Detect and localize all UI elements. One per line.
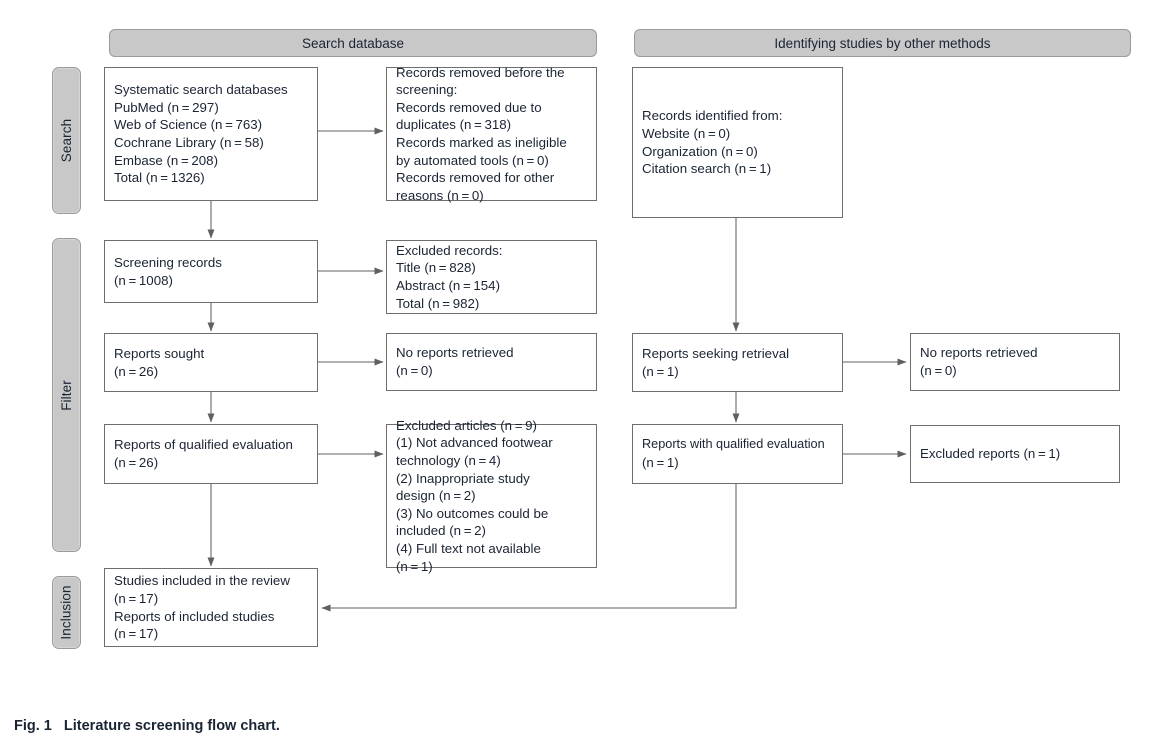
box-text-line: Records identified from: — [642, 108, 783, 124]
box-records-removed: Records removed before the screening: Re… — [386, 64, 597, 203]
box-text-line: Citation search (n = 1) — [642, 161, 772, 177]
box-text-line: Excluded reports (n = 1) — [920, 446, 1061, 462]
box-text-line: Studies included in the review — [114, 573, 290, 589]
stage-label-search: Search — [59, 118, 74, 163]
box-text-line: (n = 1) — [642, 363, 679, 379]
box-no-reports-retrieved-left: No reports retrieved (n = 0) — [386, 333, 597, 391]
box-excluded-reports: Excluded reports (n = 1) — [910, 425, 1120, 483]
box-reports-with-qualified-evaluation: Reports with qualified evaluation (n = 1… — [632, 424, 843, 484]
box-text-line: Total (n = 982) — [396, 295, 480, 311]
box-text-line: Organization (n = 0) — [642, 143, 758, 159]
column-header-label: Identifying studies by other methods — [774, 35, 991, 51]
figure-caption-text: Literature screening flow chart. — [63, 718, 280, 734]
box-text-line: Embase (n = 208) — [114, 152, 218, 168]
box-other-methods-sources: Records identified from: Website (n = 0)… — [632, 67, 843, 218]
box-text-line: (n = 17) — [114, 590, 159, 606]
box-text-line: No reports retrieved — [920, 345, 1038, 361]
box-excluded-articles: Excluded articles (n = 9) (1) Not advanc… — [386, 418, 597, 574]
figure-caption-label: Fig. 1 — [14, 718, 52, 734]
box-text-line: (3) No outcomes could be — [396, 505, 549, 521]
box-text-line: (n = 26) — [114, 455, 159, 470]
box-screening-records: Screening records (n = 1008) — [104, 240, 318, 303]
box-reports-sought: Reports sought (n = 26) — [104, 333, 318, 392]
box-text-line: Cochrane Library (n = 58) — [114, 135, 264, 150]
box-text-line: reasons (n = 0) — [396, 187, 484, 203]
box-text-line: (n = 26) — [114, 363, 159, 379]
box-text-line: (n = 1) — [396, 558, 433, 574]
box-text-line: by automated tools (n = 0) — [396, 152, 549, 168]
box-text-line: (n = 0) — [920, 363, 957, 378]
box-reports-seeking-retrieval: Reports seeking retrieval (n = 1) — [632, 333, 843, 392]
box-text-line: No reports retrieved — [396, 345, 514, 361]
box-text-line: Excluded records: — [396, 242, 503, 258]
box-text-line: Title (n = 828) — [396, 260, 476, 276]
box-text-line: design (n = 2) — [396, 488, 476, 504]
box-text-line: Website (n = 0) — [642, 125, 731, 141]
box-text-line: Records marked as ineligible — [396, 135, 567, 150]
stage-pill-filter: Filter — [52, 238, 81, 552]
stage-pill-inclusion: Inclusion — [52, 576, 81, 649]
box-text-line: (n = 17) — [114, 626, 159, 642]
box-text-line: technology (n = 4) — [396, 453, 501, 469]
box-text-line: Excluded articles (n = 9) — [396, 417, 537, 433]
figure-caption: Fig. 1 Literature screening flow chart. — [14, 718, 280, 734]
box-text-line: Records removed before the — [396, 64, 565, 80]
box-text-line: Records removed for other — [396, 170, 555, 186]
box-text-line: Reports with qualified evaluation — [642, 437, 825, 452]
box-text-line: (n = 1) — [642, 455, 679, 470]
box-reports-qualified-evaluation: Reports of qualified evaluation (n = 26) — [104, 424, 318, 484]
box-text-line: Abstract (n = 154) — [396, 278, 500, 293]
box-text-line: Reports of included studies — [114, 608, 275, 624]
column-header-search-database: Search database — [109, 29, 597, 57]
box-no-reports-retrieved-right: No reports retrieved (n = 0) — [910, 333, 1120, 391]
box-excluded-records: Excluded records: Title (n = 828) Abstra… — [386, 240, 597, 314]
stage-label-filter: Filter — [59, 379, 75, 411]
box-text-line: Records removed due to — [396, 99, 542, 115]
column-header-label: Search database — [301, 35, 405, 51]
box-text-line: PubMed (n = 297) — [114, 99, 219, 115]
box-text-line: screening: — [396, 82, 458, 98]
box-text-line: included (n = 2) — [396, 523, 486, 539]
stage-pill-search: Search — [52, 67, 81, 214]
box-text-line: (1) Not advanced footwear — [396, 435, 553, 451]
box-text-line: Systematic search databases — [114, 82, 288, 98]
box-text-line: Reports of qualified evaluation — [114, 437, 293, 453]
box-text-line: duplicates (n = 318) — [396, 117, 512, 133]
box-text-line: Total (n = 1326) — [114, 170, 205, 186]
box-text-line: Web of Science (n = 763) — [114, 117, 263, 133]
box-text-line: Reports sought — [114, 345, 205, 361]
box-text-line: (2) Inappropriate study — [396, 470, 530, 486]
column-header-other-methods: Identifying studies by other methods — [634, 29, 1131, 57]
box-text-line: (4) Full text not available — [396, 540, 541, 556]
box-studies-included: Studies included in the review (n = 17) … — [104, 568, 318, 647]
box-text-line: Reports seeking retrieval — [642, 345, 790, 361]
stage-label-inclusion: Inclusion — [59, 585, 74, 640]
box-text-line: (n = 0) — [396, 363, 433, 378]
box-text-line: (n = 1008) — [114, 272, 173, 288]
box-identification-sources: Systematic search databases PubMed (n = … — [104, 67, 318, 201]
box-text-line: Screening records — [114, 254, 222, 270]
